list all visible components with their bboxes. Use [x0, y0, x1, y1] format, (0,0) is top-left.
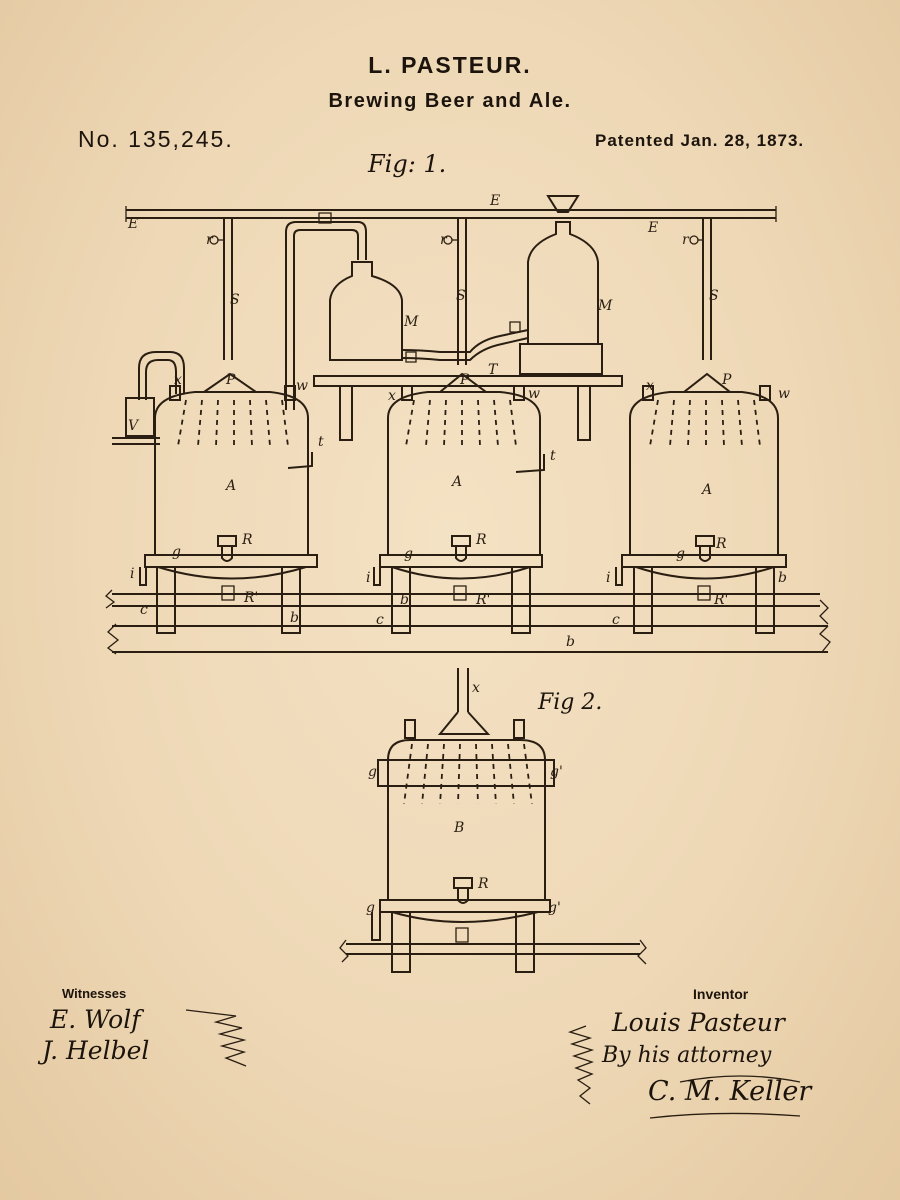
- fermenting-tank-3: [616, 374, 786, 633]
- figure-1-drawing: E E E r r r S S S M M T P P P x w x w x …: [106, 193, 830, 654]
- svg-text:S: S: [709, 288, 719, 304]
- svg-text:R: R: [241, 532, 253, 548]
- svg-text:c: c: [376, 612, 384, 628]
- svg-text:w: w: [778, 386, 790, 402]
- svg-text:x: x: [472, 680, 480, 696]
- signature-flourishes: [186, 1010, 800, 1118]
- svg-text:w: w: [528, 386, 540, 402]
- inventor-signature: Louis Pasteur: [612, 1008, 785, 1037]
- inventor-label: Inventor: [693, 986, 749, 1002]
- by-attorney-text: By his attorney: [602, 1043, 772, 1068]
- svg-text:R: R: [715, 536, 727, 552]
- svg-text:A: A: [700, 482, 712, 498]
- svg-text:g: g: [404, 546, 413, 562]
- svg-text:S: S: [456, 288, 466, 304]
- patent-title: Brewing Beer and Ale.: [328, 90, 572, 112]
- svg-text:E: E: [489, 193, 500, 209]
- fermenting-tank-2: [374, 374, 544, 633]
- svg-text:P: P: [721, 372, 732, 388]
- svg-text:x: x: [646, 378, 654, 394]
- svg-text:c: c: [612, 612, 620, 628]
- witness-2-signature: J. Helbel: [42, 1036, 150, 1065]
- inventor-name-heading: L. PASTEUR.: [368, 52, 532, 78]
- attorney-signature: C. M. Keller: [648, 1076, 812, 1107]
- svg-text:x: x: [388, 388, 396, 404]
- svg-text:x: x: [174, 372, 182, 388]
- svg-text:b: b: [778, 570, 787, 586]
- svg-text:g: g: [368, 764, 377, 780]
- svg-text:g': g': [550, 764, 563, 780]
- svg-text:P: P: [459, 372, 470, 388]
- svg-text:R: R: [475, 532, 487, 548]
- witnesses-label: Witnesses: [62, 986, 127, 1001]
- svg-text:A: A: [224, 478, 236, 494]
- svg-text:b: b: [566, 634, 575, 650]
- svg-text:b: b: [290, 610, 299, 626]
- svg-text:V: V: [128, 418, 140, 434]
- svg-text:g: g: [676, 546, 685, 562]
- svg-text:B: B: [453, 820, 464, 836]
- svg-text:i: i: [130, 566, 134, 582]
- svg-text:T: T: [488, 362, 499, 378]
- svg-text:R': R': [243, 590, 258, 606]
- svg-text:i: i: [606, 570, 610, 586]
- patent-number: No. 135,245.: [78, 126, 234, 152]
- svg-text:M: M: [403, 314, 419, 330]
- figure-2-drawing: x g g' B R g g': [340, 668, 646, 972]
- svg-text:S: S: [230, 292, 240, 308]
- svg-text:w: w: [296, 378, 308, 394]
- svg-text:c: c: [140, 602, 148, 618]
- svg-text:r: r: [682, 232, 690, 248]
- drop-pipes: [210, 218, 711, 365]
- svg-text:g: g: [172, 544, 181, 560]
- svg-text:E: E: [127, 216, 138, 232]
- witness-1-signature: E. Wolf: [50, 1005, 141, 1034]
- svg-text:R': R': [713, 592, 728, 608]
- svg-text:A: A: [450, 474, 462, 490]
- svg-text:E: E: [647, 220, 658, 236]
- svg-text:r: r: [206, 232, 214, 248]
- svg-text:P: P: [225, 372, 236, 388]
- svg-text:b: b: [400, 592, 409, 608]
- svg-text:M: M: [597, 298, 613, 314]
- svg-text:t: t: [318, 434, 324, 450]
- fermenting-tank-1: [140, 374, 317, 633]
- figure-1-label: Fig: 1.: [368, 150, 447, 178]
- svg-text:i: i: [366, 570, 370, 586]
- svg-text:t: t: [550, 448, 556, 464]
- figure-2-label: Fig 2.: [538, 690, 603, 715]
- svg-text:R': R': [475, 592, 490, 608]
- svg-text:g': g': [548, 900, 561, 916]
- svg-text:R: R: [477, 876, 489, 892]
- svg-text:g: g: [366, 900, 375, 916]
- svg-text:r: r: [440, 232, 448, 248]
- patent-date: Patented Jan. 28, 1873.: [595, 131, 805, 150]
